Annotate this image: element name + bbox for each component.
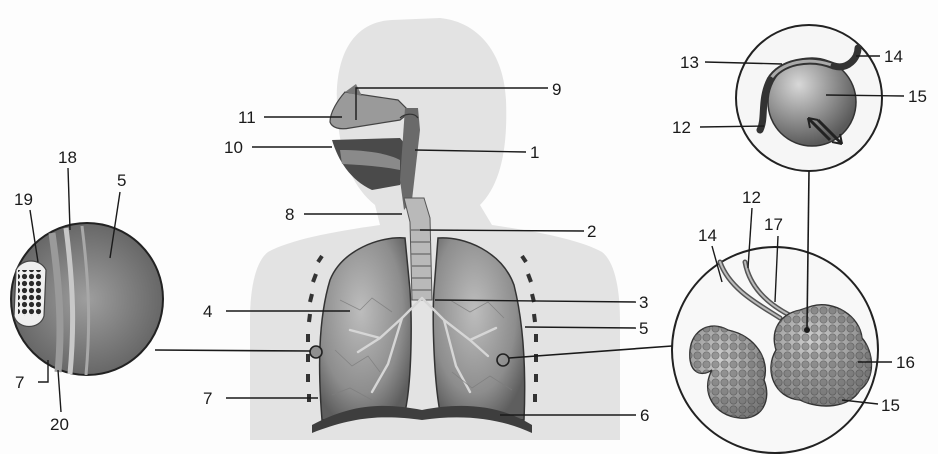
label-16: 16 — [896, 353, 915, 372]
label-5-pleura: 5 — [639, 319, 648, 338]
pleura-zoom — [11, 223, 163, 375]
label-7-body: 7 — [203, 389, 212, 408]
alveoli-zoom — [672, 247, 878, 453]
pleura-connector — [155, 350, 310, 351]
label-14-cluster: 14 — [698, 226, 717, 245]
label-20: 20 — [50, 415, 69, 434]
label-2: 2 — [587, 222, 596, 241]
label-4: 4 — [203, 302, 212, 321]
label-1: 1 — [530, 143, 539, 162]
label-8: 8 — [285, 205, 294, 224]
label-15-cluster: 15 — [881, 396, 900, 415]
label-12-alveolus: 12 — [672, 118, 691, 137]
label-14-alveolus: 14 — [884, 47, 903, 66]
label-15-alveolus: 15 — [908, 87, 927, 106]
label-6: 6 — [640, 406, 649, 425]
label-19: 19 — [14, 190, 33, 209]
label-10: 10 — [224, 138, 243, 157]
label-7-zoom: 7 — [15, 373, 24, 392]
label-3: 3 — [639, 293, 648, 312]
label-12-cluster: 12 — [742, 188, 761, 207]
label-9: 9 — [552, 80, 561, 99]
alveolus-zoom — [736, 25, 882, 171]
alveolus-point — [804, 327, 810, 333]
label-5-tissue: 5 — [117, 171, 126, 190]
label-18: 18 — [58, 148, 77, 167]
pleura-marker — [310, 346, 322, 358]
label-17: 17 — [764, 215, 783, 234]
label-11: 11 — [238, 108, 256, 127]
label-13: 13 — [680, 53, 699, 72]
